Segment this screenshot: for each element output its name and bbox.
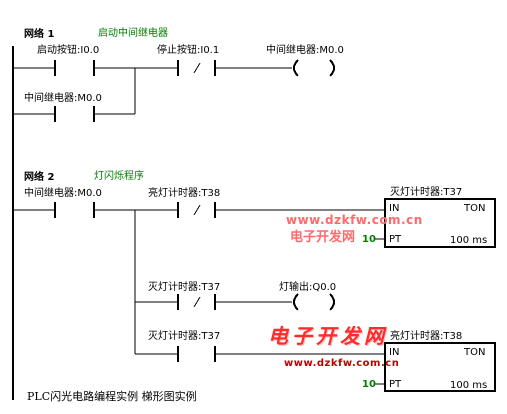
off-timer-in: IN (389, 203, 400, 214)
seal-contact (54, 106, 95, 122)
off-nc-contact-label: 灭灯计时器:T37 (148, 282, 221, 293)
off-timer-type: TON (464, 203, 486, 214)
off-timer-unit: 100 ms (450, 235, 488, 246)
on-timer-pt: PT (389, 379, 402, 390)
on-timer-contact-label: 亮灯计时器:T38 (148, 188, 221, 199)
watermark-site-bottom: www.dzkfw.com.cn (284, 358, 400, 369)
off-timer-no-contact (177, 346, 216, 362)
figure-caption: PLC闪光电路编程实例 梯形图实例 (27, 390, 197, 403)
on-timer-box-label: 亮灯计时器:T38 (390, 331, 463, 342)
off-timer-nc-contact (177, 294, 216, 310)
off-timer-box (375, 198, 496, 248)
watermark-name-top: 电子开发网 (290, 230, 356, 245)
on-timer-box (375, 342, 496, 392)
on-timer-unit: 100 ms (450, 380, 488, 391)
stop-button-contact (177, 60, 216, 76)
network1-comment: 启动中间继电器 (98, 28, 168, 39)
watermark-name-bottom: 电子开发网 (268, 324, 388, 348)
start-button-contact (54, 60, 95, 76)
on-timer-nc-contact (177, 202, 216, 218)
relay-contact (54, 202, 95, 218)
light-output-coil (293, 293, 335, 311)
off-timer-pt-value: 10 (362, 234, 376, 245)
on-timer-pt-value: 10 (362, 379, 376, 390)
light-output-label: 灯输出:Q0.0 (279, 282, 337, 293)
network1-rung (13, 59, 335, 122)
on-timer-in: IN (389, 347, 400, 358)
network2-comment: 灯闪烁程序 (94, 171, 144, 182)
stop-button-label: 停止按钮:I0.1 (157, 45, 220, 56)
watermark-site-top: www.dzkfw.com.cn (286, 213, 423, 227)
network2-header: 网络 2 (24, 172, 55, 183)
relay-contact-label: 中间继电器:M0.0 (24, 188, 102, 199)
off-no-contact-label: 灭灯计时器:T37 (148, 331, 221, 342)
network2-rung (13, 198, 496, 392)
relay-coil-label: 中间继电器:M0.0 (266, 45, 344, 56)
off-timer-box-label: 灭灯计时器:T37 (390, 187, 463, 198)
relay-coil (293, 59, 335, 77)
seal-contact-label: 中间继电器:M0.0 (24, 93, 102, 104)
start-button-label: 启动按钮:I0.0 (37, 45, 100, 56)
network1-header: 网络 1 (24, 29, 55, 40)
on-timer-type: TON (464, 347, 486, 358)
off-timer-pt: PT (389, 234, 402, 245)
